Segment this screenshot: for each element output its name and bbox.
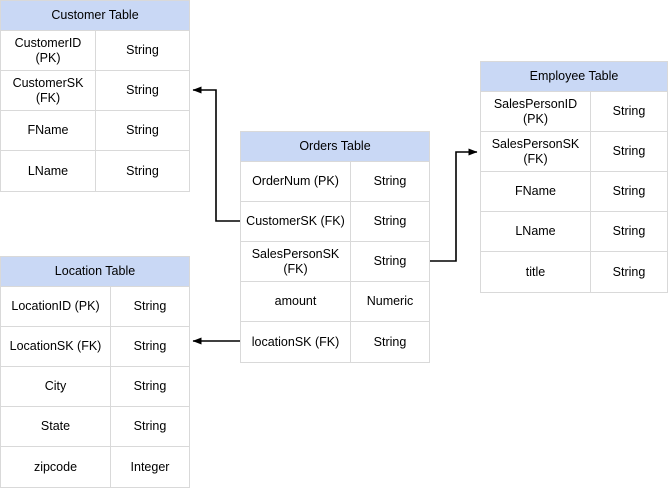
er-field-row[interactable]: LName String: [481, 212, 667, 252]
er-field-name: CustomerSK (FK): [241, 202, 351, 241]
er-field-type: Numeric: [366, 294, 414, 308]
er-field-type: String: [133, 339, 167, 353]
er-field-type: String: [126, 163, 159, 178]
er-field-row[interactable]: State String: [1, 407, 189, 447]
er-field-name: FName: [481, 172, 591, 211]
er-table-title-orders: Orders Table: [241, 132, 429, 162]
er-field-name: OrderNum (PK): [241, 162, 351, 201]
er-field-row[interactable]: City String: [1, 367, 189, 407]
er-field-row[interactable]: CustomerID (PK) String: [1, 31, 189, 71]
er-field-type: String: [612, 184, 646, 198]
er-field-type: String: [133, 379, 167, 393]
er-field-row[interactable]: SalesPersonID (PK) String: [481, 92, 667, 132]
er-field-name: LocationID (PK): [1, 287, 111, 326]
er-field-type: String: [126, 43, 159, 57]
er-field-name: LocationSK (FK): [1, 327, 111, 366]
er-field-type: String: [126, 123, 159, 137]
er-table-title-customer: Customer Table: [1, 1, 189, 31]
er-field-name: title: [481, 252, 591, 292]
er-field-row[interactable]: CustomerSK (FK) String: [241, 202, 429, 242]
er-field-type: String: [612, 104, 646, 118]
er-field-name: SalesPersonSK (FK): [481, 132, 591, 171]
er-field-type: String: [373, 254, 407, 268]
er-field-row[interactable]: CustomerSK (FK) String: [1, 71, 189, 111]
er-field-type: String: [126, 83, 159, 97]
er-field-name: SalesPersonID (PK): [481, 92, 591, 131]
er-field-row[interactable]: OrderNum (PK) String: [241, 162, 429, 202]
er-field-type: String: [133, 419, 167, 433]
er-field-name: CustomerSK (FK): [1, 71, 96, 110]
er-field-type: String: [612, 144, 646, 158]
er-field-type: String: [133, 299, 167, 313]
er-field-row[interactable]: FName String: [481, 172, 667, 212]
er-field-row[interactable]: LocationSK (FK) String: [1, 327, 189, 367]
er-field-type: String: [373, 174, 407, 188]
er-field-type: String: [612, 224, 646, 238]
er-table-title-employee: Employee Table: [481, 62, 667, 92]
er-field-name: LName: [481, 212, 591, 251]
er-field-row[interactable]: FName String: [1, 111, 189, 151]
er-field-name: CustomerID (PK): [1, 31, 96, 70]
er-field-row[interactable]: SalesPersonSK (FK) String: [241, 242, 429, 282]
er-table-title-location: Location Table: [1, 257, 189, 287]
er-field-row[interactable]: SalesPersonSK (FK) String: [481, 132, 667, 172]
er-field-type: String: [373, 334, 407, 349]
er-field-row[interactable]: title String: [481, 252, 667, 292]
er-field-name: amount: [241, 282, 351, 321]
connector-orders-to-employee: [430, 148, 478, 262]
er-field-type: Integer: [130, 459, 170, 474]
er-field-type: String: [612, 264, 646, 279]
er-field-name: SalesPersonSK (FK): [241, 242, 351, 281]
er-field-type: String: [373, 214, 407, 228]
er-field-row[interactable]: locationSK (FK) String: [241, 322, 429, 362]
er-field-row[interactable]: zipcode Integer: [1, 447, 189, 487]
er-field-row[interactable]: amount Numeric: [241, 282, 429, 322]
er-field-name: LName: [1, 151, 96, 191]
er-field-name: zipcode: [1, 447, 111, 487]
er-field-name: City: [1, 367, 111, 406]
er-field-row[interactable]: LocationID (PK) String: [1, 287, 189, 327]
er-field-row[interactable]: LName String: [1, 151, 189, 191]
er-field-name: FName: [1, 111, 96, 150]
connector-orders-to-customer: [192, 86, 240, 222]
er-field-name: State: [1, 407, 111, 446]
er-field-name: locationSK (FK): [241, 322, 351, 362]
